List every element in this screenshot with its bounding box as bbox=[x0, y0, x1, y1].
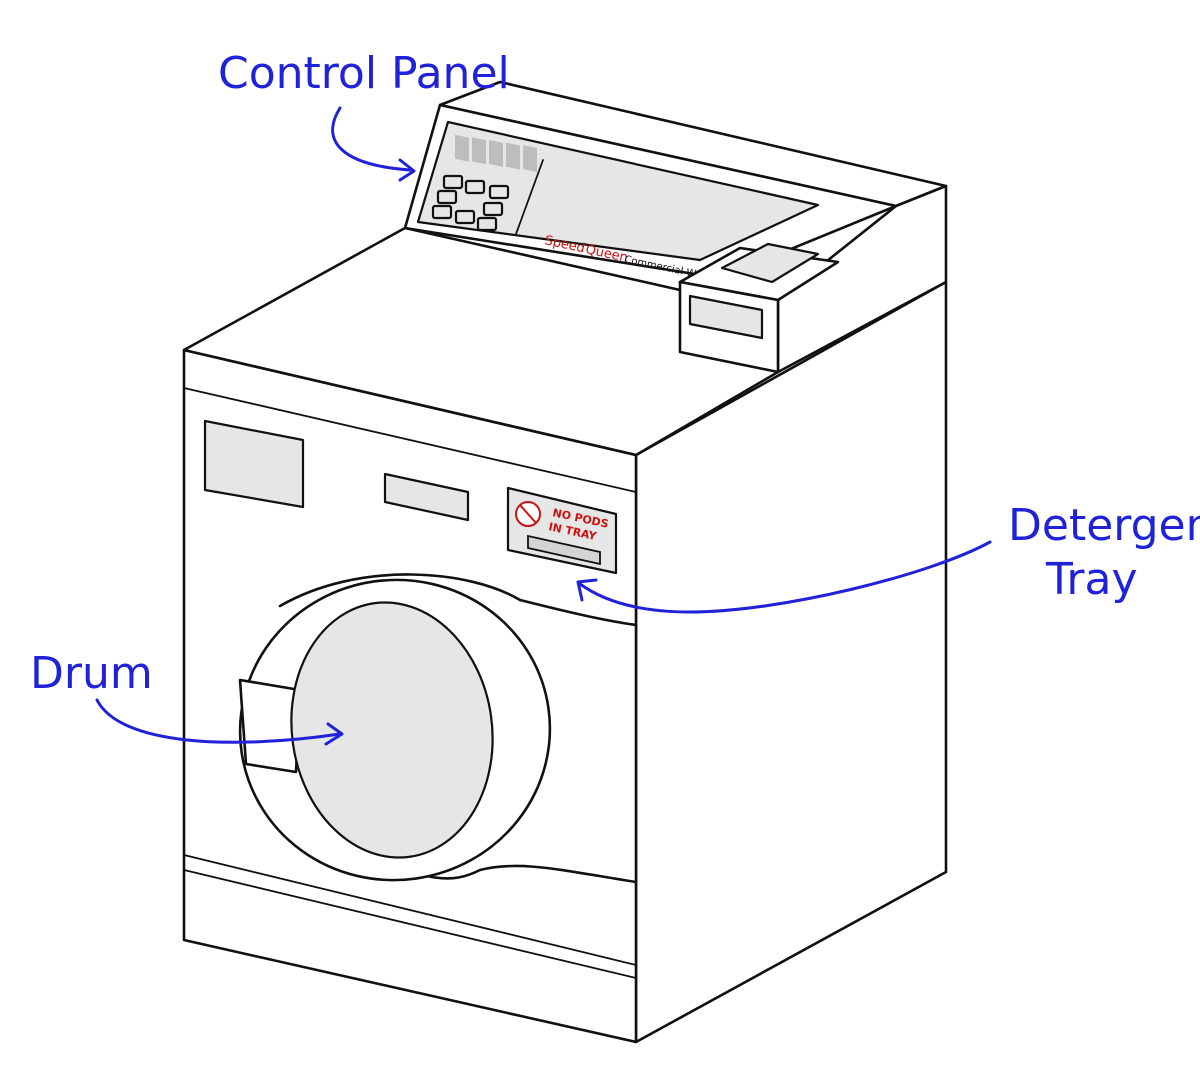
panel-button[interactable] bbox=[438, 191, 456, 203]
control-panel-arrow bbox=[333, 108, 410, 170]
label-detergent-tray-line2: Tray bbox=[1045, 554, 1138, 605]
panel-button[interactable] bbox=[466, 181, 484, 193]
panel-button[interactable] bbox=[478, 218, 496, 230]
panel-button[interactable] bbox=[433, 206, 451, 218]
panel-button[interactable] bbox=[484, 203, 502, 215]
label-control-panel: Control Panel bbox=[218, 48, 510, 99]
label-detergent-tray-line1: Detergent bbox=[1008, 500, 1200, 551]
label-drum: Drum bbox=[30, 648, 153, 699]
panel-button[interactable] bbox=[444, 176, 462, 188]
panel-button[interactable] bbox=[490, 186, 508, 198]
panel-button[interactable] bbox=[456, 211, 474, 223]
